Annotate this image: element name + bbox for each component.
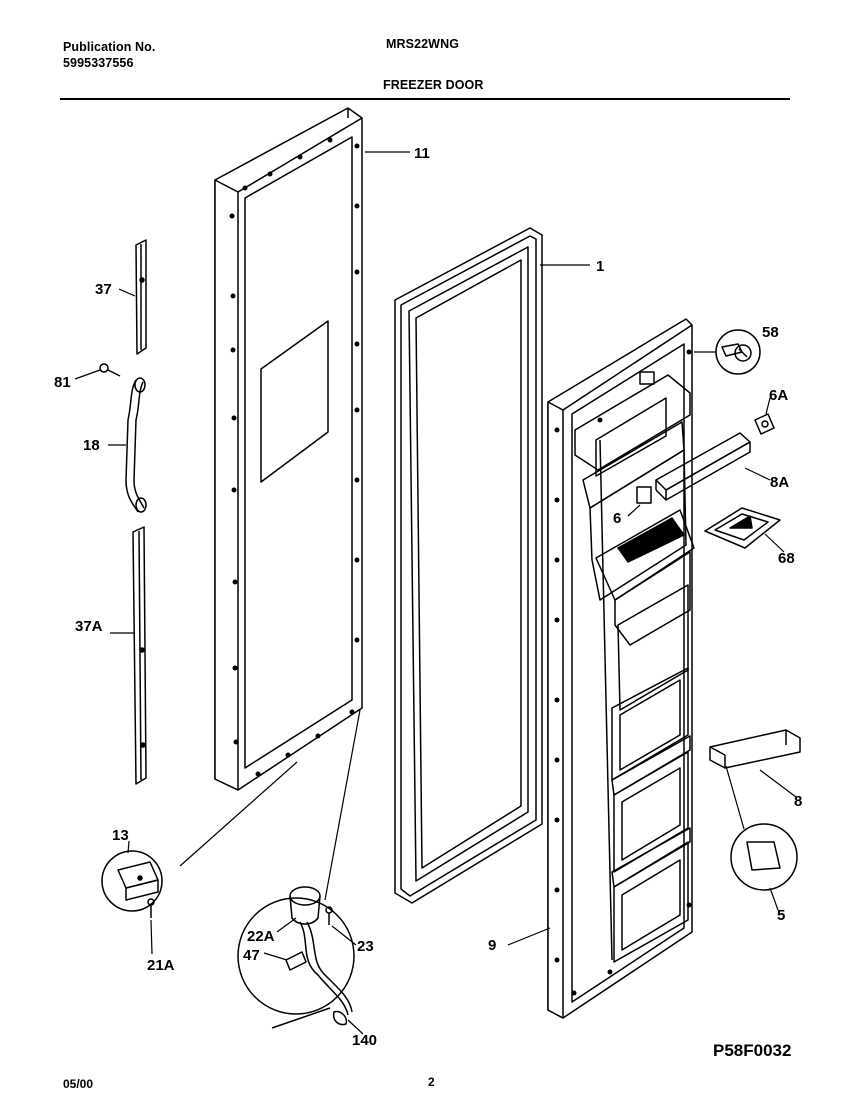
- trim-37: [135, 239, 147, 355]
- callout-9: 9: [488, 937, 496, 954]
- callout-11: 11: [414, 145, 430, 162]
- handle-18: [125, 377, 147, 513]
- section-title: FREEZER DOOR: [383, 78, 484, 92]
- page-number: 2: [428, 1075, 435, 1089]
- callout-68: 68: [778, 550, 795, 567]
- callout-47: 47: [243, 947, 260, 964]
- publication-label: Publication No.: [63, 40, 156, 54]
- callout-21a: 21A: [147, 957, 175, 974]
- callout-6a: 6A: [769, 387, 788, 404]
- callout-22a: 22A: [247, 928, 275, 945]
- callout-140: 140: [352, 1032, 377, 1049]
- callout-13: 13: [112, 827, 129, 844]
- detail-thermostat: [237, 886, 355, 1029]
- drawing-code: P58F0032: [713, 1041, 792, 1060]
- model-number: MRS22WNG: [386, 37, 460, 51]
- callout-8a: 8A: [770, 474, 789, 491]
- callout-37: 37: [95, 281, 112, 298]
- outer-door-panel: [214, 107, 363, 791]
- screw-21a: [147, 898, 155, 918]
- detail-13: [101, 850, 163, 912]
- screw-81: [99, 363, 121, 377]
- callout-1: 1: [596, 258, 604, 275]
- inner-liner-screw-holes: [554, 349, 692, 996]
- bar-8a: [655, 432, 751, 501]
- callout-6: 6: [613, 510, 621, 527]
- callout-18: 18: [83, 437, 100, 454]
- door-gasket: [394, 227, 543, 904]
- callout-8: 8: [794, 793, 802, 810]
- footer-date: 05/00: [63, 1077, 94, 1091]
- callout-37a: 37A: [75, 618, 103, 635]
- trim-37a: [132, 526, 147, 785]
- callout-58: 58: [762, 324, 779, 341]
- inner-door-liner: [547, 318, 695, 1019]
- clip-6a: [754, 413, 775, 435]
- callout-labels: 11 1 37 81 18 37A 58 6A 8A 6 68 8 5 13 2…: [54, 145, 802, 1049]
- bracket-8: [709, 729, 801, 769]
- detail-5: [730, 823, 798, 891]
- detail-58: [715, 329, 761, 375]
- publication-number: 5995337556: [63, 56, 134, 70]
- chute-cover-68: [704, 507, 781, 549]
- header-rule: [60, 98, 790, 100]
- outer-door-screw-holes: [229, 137, 360, 777]
- leader-lines: [74, 151, 797, 1035]
- callout-23: 23: [357, 938, 374, 955]
- retainer-6: [636, 486, 652, 504]
- callout-5: 5: [777, 907, 785, 924]
- callout-81: 81: [54, 374, 71, 391]
